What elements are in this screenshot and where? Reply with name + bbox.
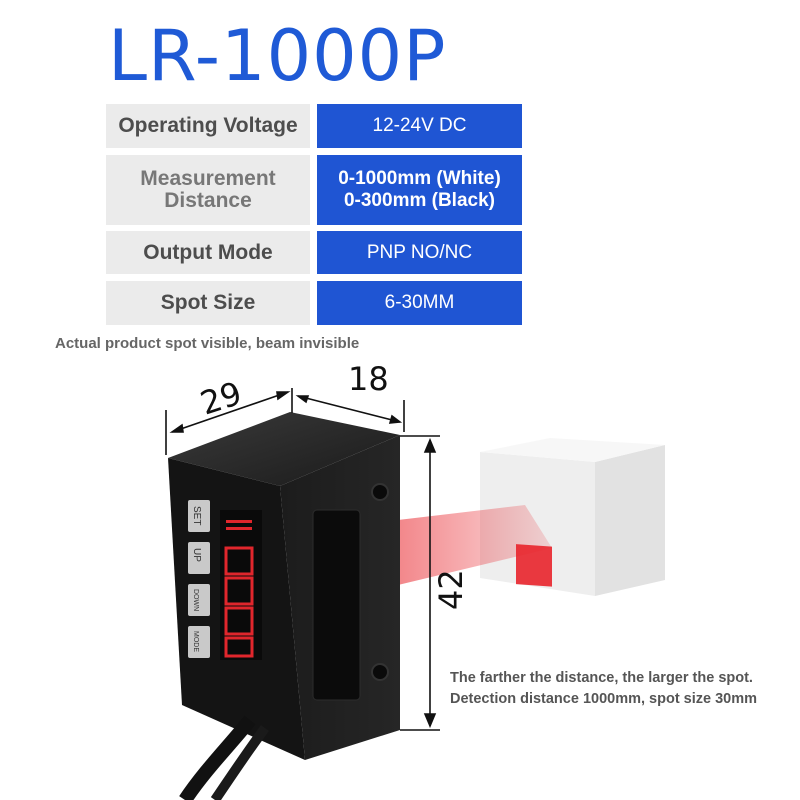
spec-row-output: Output Mode PNP NO/NC <box>106 231 522 274</box>
set-button <box>188 500 210 532</box>
spot-caption: The farther the distance, the larger the… <box>450 670 758 707</box>
lens-window <box>312 509 361 701</box>
spec-value: PNP NO/NC <box>317 231 522 274</box>
spec-label: Operating Voltage <box>106 104 310 148</box>
spec-value: 12-24V DC <box>317 104 522 148</box>
target-block <box>480 438 665 596</box>
up-button <box>188 542 210 574</box>
product-title: LR-1000P <box>108 15 447 97</box>
dimension-height-label: 42 <box>432 569 470 610</box>
dimension-width-label: 29 <box>196 374 246 423</box>
spec-row-voltage: Operating Voltage 12-24V DC <box>106 104 522 148</box>
spec-value: 0-1000mm (White) 0-300mm (Black) <box>317 155 522 225</box>
dimension-lines <box>165 388 440 731</box>
spec-value: 6-30MM <box>317 281 522 325</box>
control-buttons[interactable]: SET UP DOWN MODE <box>188 500 210 658</box>
spec-row-distance: Measurement Distance 0-1000mm (White) 0-… <box>106 155 522 225</box>
down-button <box>188 584 210 616</box>
laser-beam <box>398 505 552 585</box>
spec-row-spot: Spot Size 6-30MM <box>106 281 522 325</box>
led-display <box>220 510 262 660</box>
mount-hole <box>371 663 389 681</box>
down-button-label: DOWN <box>192 589 199 611</box>
mode-button-label: MODE <box>192 631 199 652</box>
spec-label: Output Mode <box>106 231 310 274</box>
spec-label: Spot Size <box>106 281 310 325</box>
cable <box>179 715 256 800</box>
mount-hole <box>371 483 389 501</box>
spec-label: Measurement Distance <box>106 155 310 225</box>
laser-spot <box>516 544 552 587</box>
dimension-depth-label: 18 <box>348 360 389 398</box>
mode-button <box>188 626 210 658</box>
set-button-label: SET <box>191 506 202 525</box>
beam-note: Actual product spot visible, beam invisi… <box>55 335 360 352</box>
up-button-label: UP <box>191 548 202 562</box>
